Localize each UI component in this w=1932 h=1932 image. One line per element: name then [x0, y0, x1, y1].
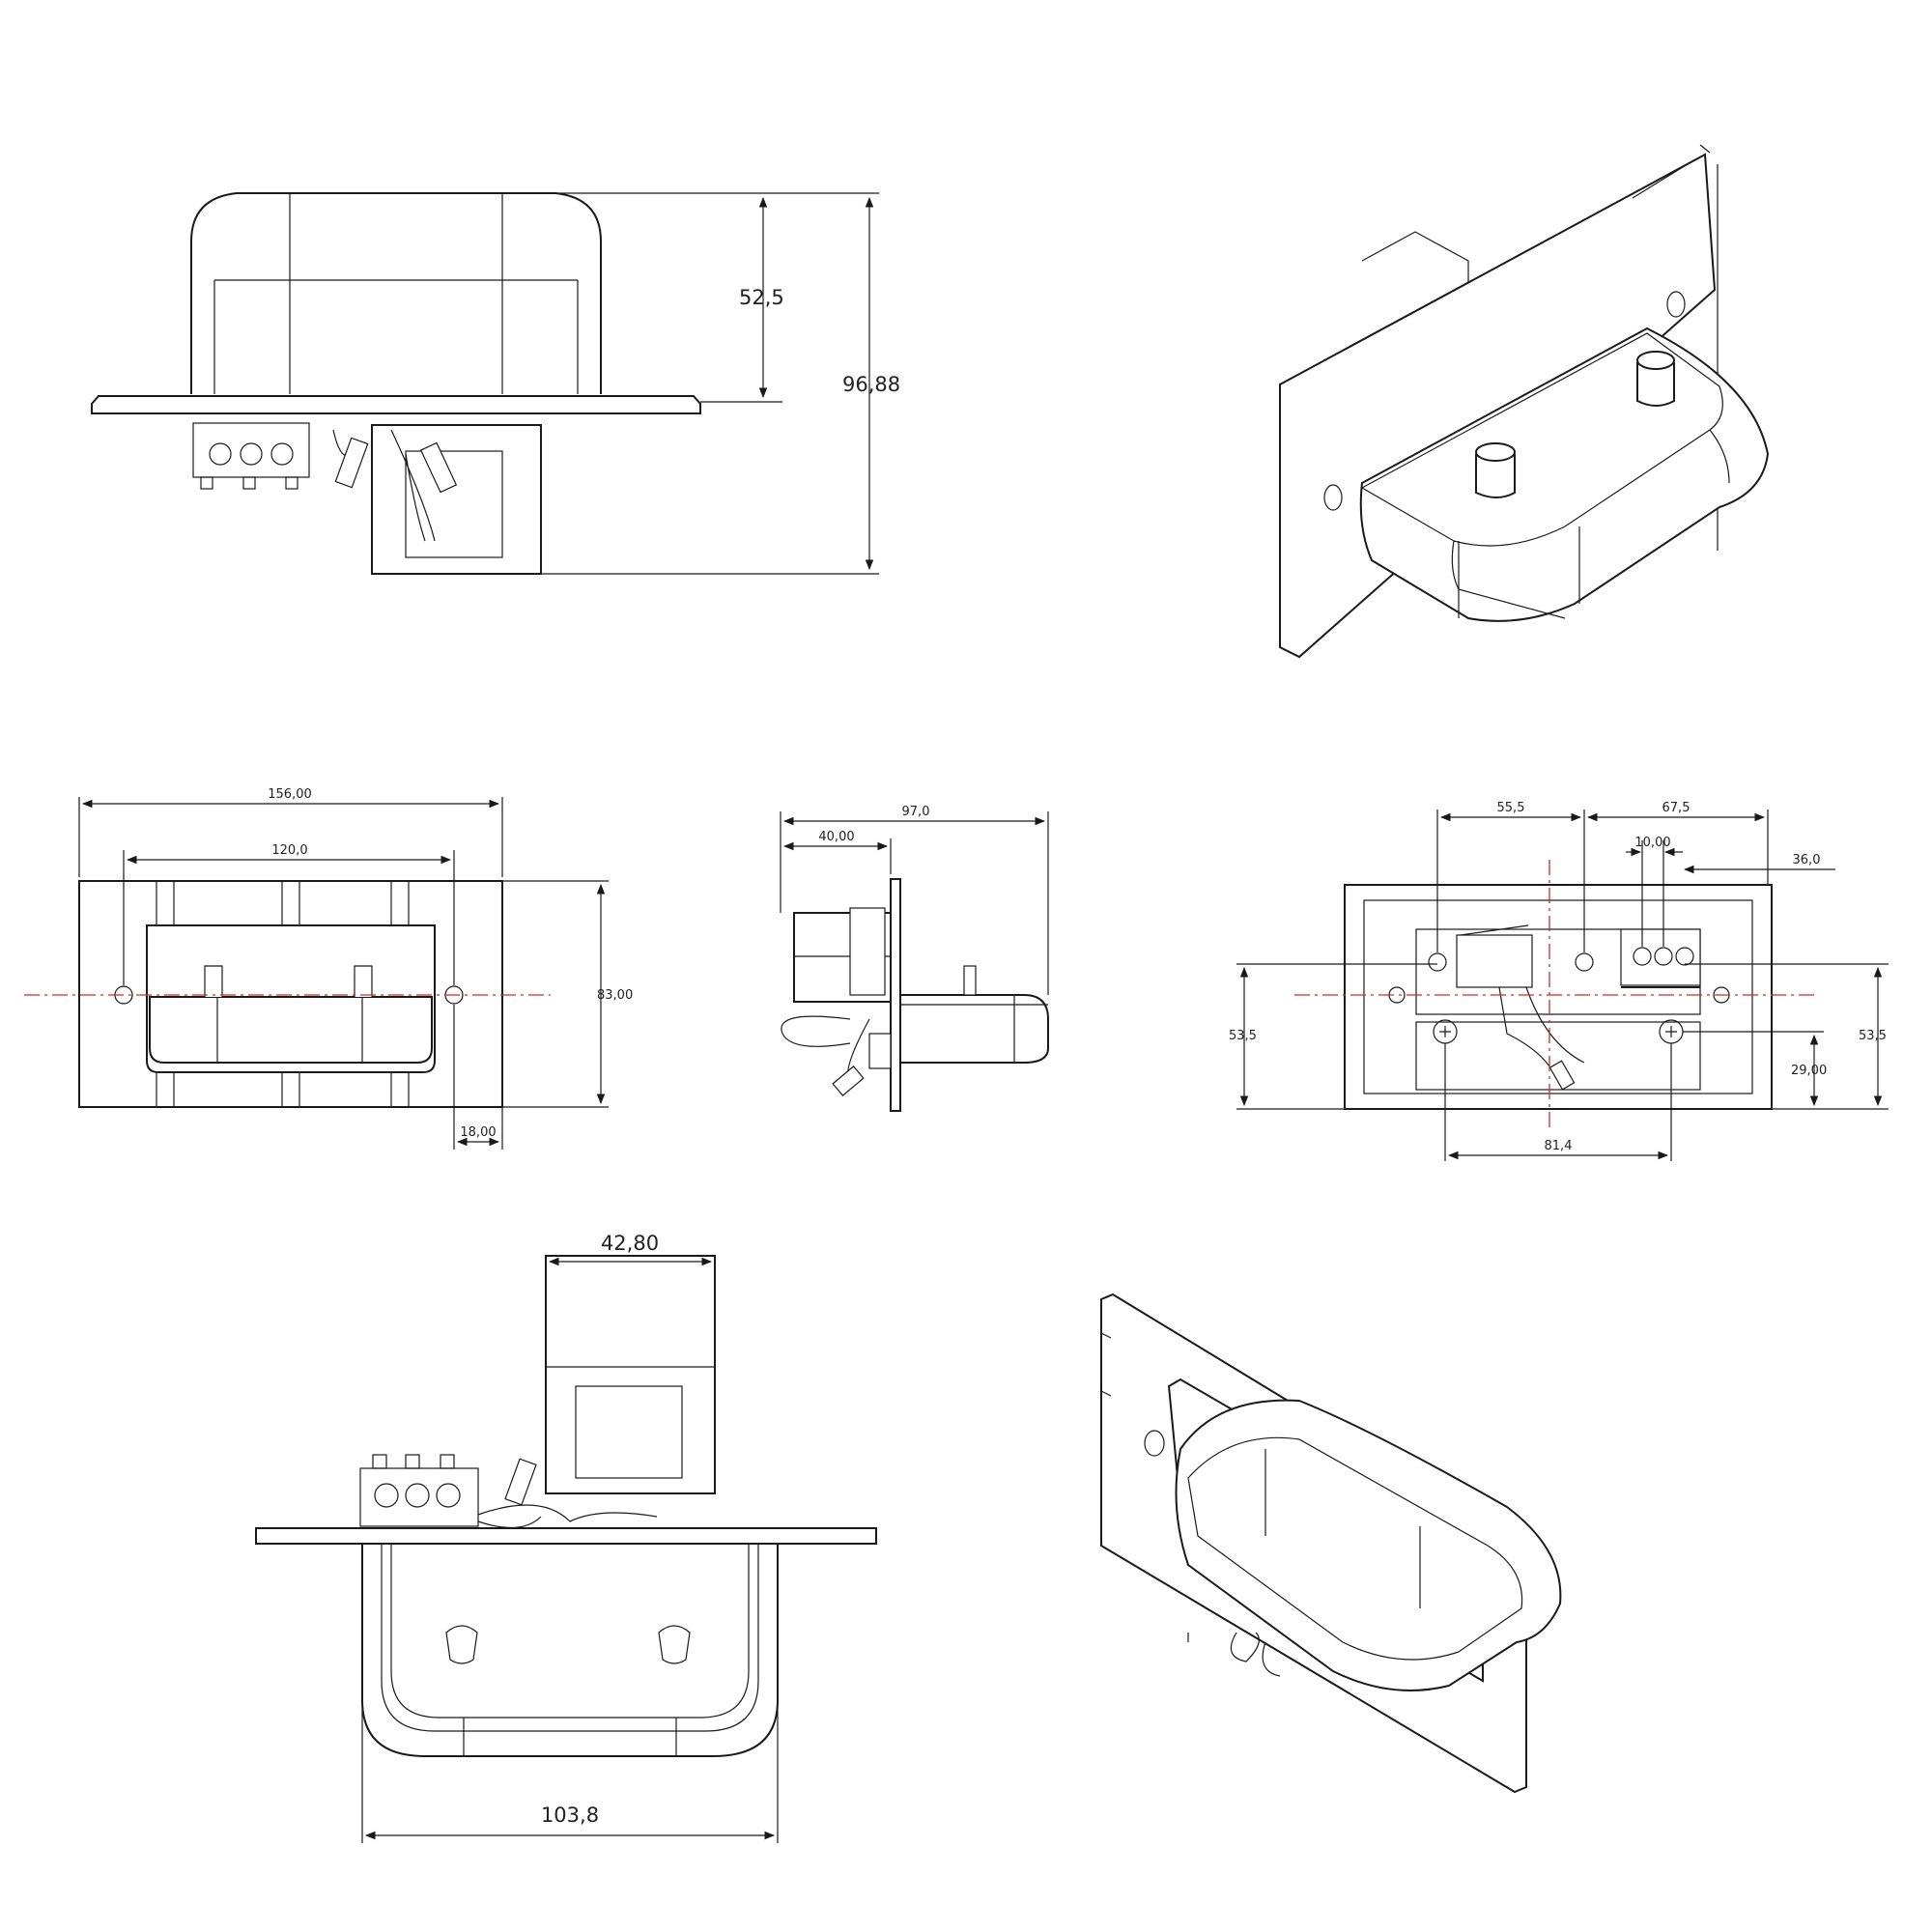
- dim-terminal-pitch: 10,00: [1634, 836, 1670, 850]
- knob-left: [1475, 442, 1516, 498]
- dim-plate-width: 156,00: [268, 787, 312, 802]
- top-view: 42,80 103,8: [255, 1232, 877, 1843]
- isometric-view-bottom: [1100, 1293, 1562, 1794]
- knob-right: [1636, 351, 1675, 407]
- dim-rear-height-left: 53,5: [1229, 1029, 1257, 1043]
- dim-rear-left: 55,5: [1497, 801, 1525, 815]
- side-view: 97,0 40,00: [780, 805, 1049, 1112]
- dim-front-total-height: 96,88: [842, 373, 900, 396]
- dim-front-body-height: 52,5: [739, 286, 784, 309]
- dim-rear-lower: 29,00: [1791, 1064, 1827, 1078]
- dim-rear-height-right: 53,5: [1859, 1029, 1887, 1043]
- top-terminal-block: [359, 1454, 479, 1527]
- dim-edge-offset: 18,00: [460, 1125, 496, 1140]
- dim-side-depth-front: 40,00: [818, 830, 854, 844]
- dim-top-box-width: 42,80: [601, 1232, 659, 1255]
- isometric-view-top: [1279, 144, 1770, 659]
- dim-side-depth: 97,0: [902, 805, 930, 819]
- terminal-block: [192, 422, 310, 490]
- front-plan-view: 156,00 120,0 83,00 18,00: [24, 787, 633, 1150]
- rear-view: 55,5 67,5 10,00 36,0 53,5 53,5 29,00 81,…: [1229, 801, 1889, 1161]
- dim-rear-spacing: 81,4: [1545, 1139, 1573, 1153]
- dim-plate-height: 83,00: [597, 988, 633, 1003]
- rear-terminal-block: [1620, 928, 1701, 988]
- dim-rear-right: 67,5: [1662, 801, 1690, 815]
- dim-top-body-width: 103,8: [541, 1804, 599, 1827]
- dim-mount-spacing: 120,0: [271, 843, 307, 858]
- dim-terminal-offset: 36,0: [1793, 853, 1821, 867]
- front-elevation-view: 52,5 96,88: [91, 192, 900, 575]
